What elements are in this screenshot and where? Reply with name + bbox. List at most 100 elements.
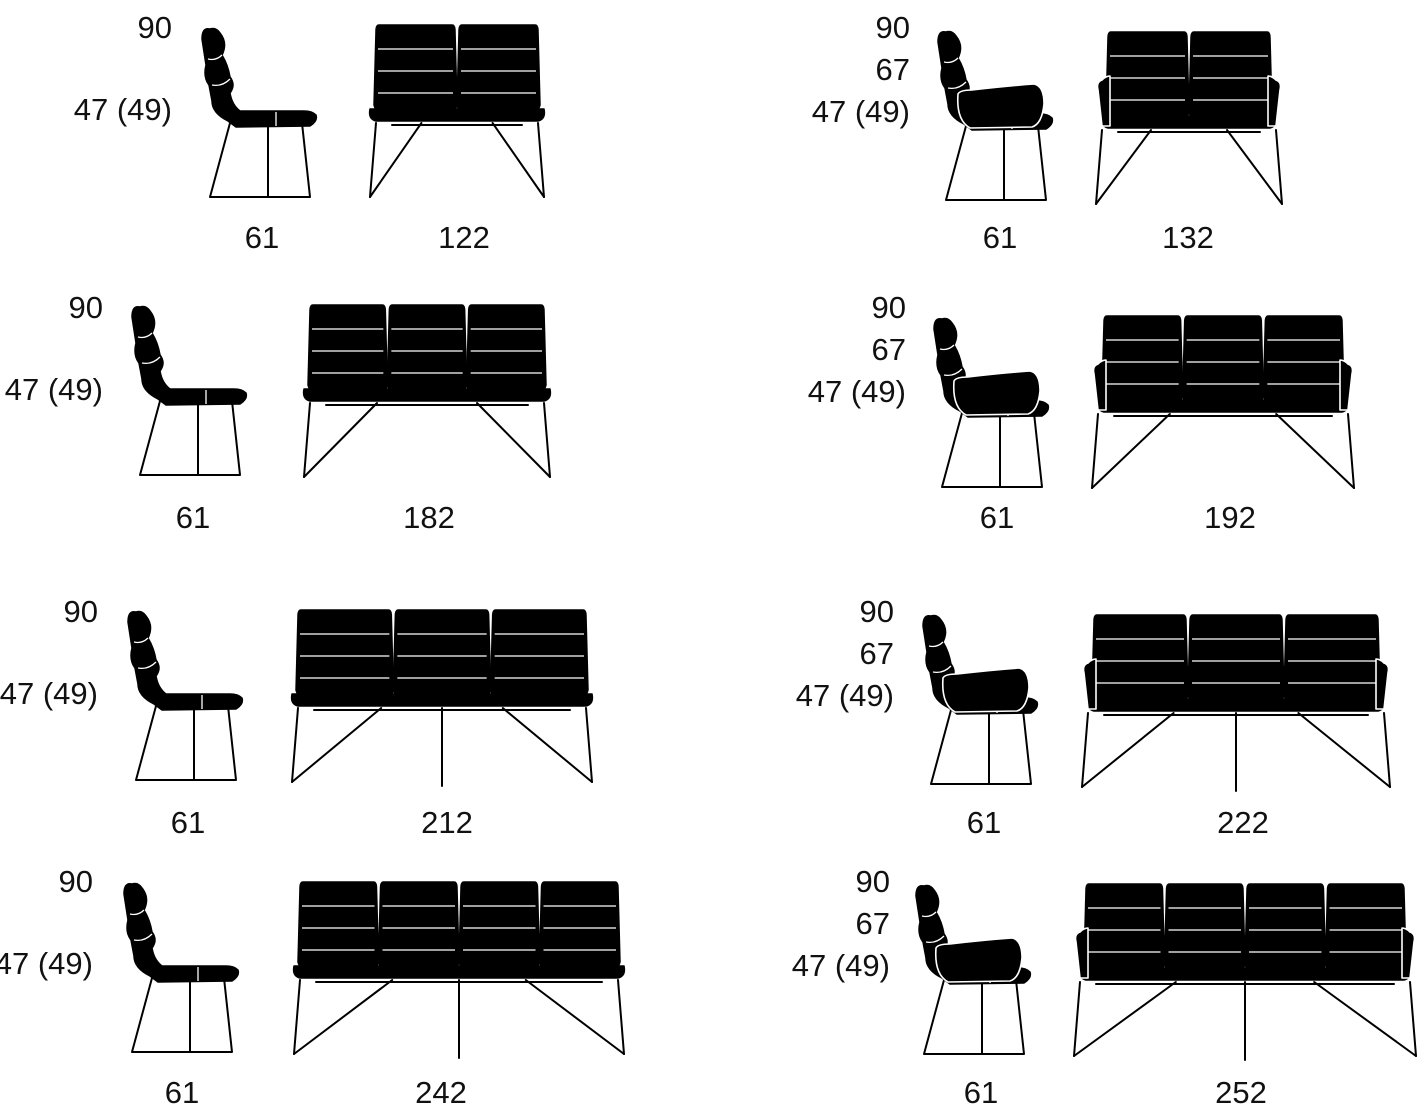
back-cushion: [1187, 614, 1285, 704]
back-cushion: [307, 304, 389, 394]
height-label: 47 (49): [796, 678, 894, 713]
back-seam: [939, 344, 955, 351]
back-cushion: [392, 609, 492, 699]
back-cushion: [1188, 31, 1273, 121]
wire-legs: [1073, 981, 1417, 1057]
wire-braces: [1095, 129, 1283, 205]
back-cushion: [1324, 883, 1407, 973]
back-seam: [928, 641, 944, 648]
seat-plinth: [292, 965, 626, 979]
sled-base: [941, 412, 1043, 488]
back-seam: [141, 356, 161, 365]
left-armrest: [1082, 658, 1097, 710]
chair-shell: [201, 27, 318, 128]
back-cushion: [297, 881, 380, 971]
width-label: 192: [1204, 500, 1256, 535]
back-seam: [211, 78, 231, 87]
wire-legs: [291, 707, 593, 783]
height-label: 67: [876, 52, 910, 87]
back-seam: [129, 909, 145, 916]
wire-legs: [293, 979, 625, 1055]
back-seam: [207, 54, 223, 61]
height-label: 90: [872, 290, 906, 325]
height-label: 67: [860, 636, 894, 671]
wire-braces: [293, 979, 625, 1055]
right-armrest: [1267, 75, 1282, 127]
height-label: 90: [69, 290, 103, 325]
width-label: 212: [421, 805, 473, 840]
height-label: 90: [876, 10, 910, 45]
front-view-bench: [292, 881, 626, 1059]
height-label: 90: [856, 864, 890, 899]
back-seam: [925, 935, 945, 944]
armrest: [934, 937, 1023, 983]
back-cushion: [1244, 883, 1327, 973]
right-armrest: [1375, 658, 1390, 710]
back-seam: [133, 637, 149, 644]
back-seam: [947, 81, 967, 90]
wire-braces: [1091, 413, 1355, 489]
width-label: 242: [415, 1075, 467, 1108]
wire-braces: [291, 707, 593, 783]
height-label: 47 (49): [0, 676, 98, 711]
back-cushion: [1283, 614, 1381, 704]
back-cushion: [1181, 315, 1265, 405]
sled-base: [945, 125, 1047, 201]
wire-legs: [1091, 413, 1355, 489]
front-view-bench: [1095, 31, 1283, 205]
depth-label: 61: [967, 805, 1001, 840]
armrest: [952, 370, 1041, 416]
depth-label: 61: [983, 220, 1017, 255]
back-cushion: [1083, 883, 1166, 973]
height-label: 90: [860, 594, 894, 629]
width-label: 182: [403, 500, 455, 535]
back-cushion: [489, 609, 589, 699]
back-cushion: [465, 304, 547, 394]
back-cushion: [456, 24, 541, 114]
back-cushion: [295, 609, 395, 699]
back-seam: [137, 332, 153, 339]
height-label: 47 (49): [812, 94, 910, 129]
back-cushion: [1262, 315, 1345, 405]
front-view-bench: [302, 304, 552, 478]
height-label: 47 (49): [792, 948, 890, 983]
back-seam: [921, 911, 937, 918]
left-armrest: [1074, 927, 1089, 979]
back-seam: [133, 933, 153, 942]
wire-braces: [303, 402, 551, 478]
depth-label: 61: [245, 220, 279, 255]
depth-label: 61: [980, 500, 1014, 535]
side-view-chair: [131, 305, 248, 476]
depth-label: 61: [165, 1075, 199, 1108]
chair-shell: [123, 882, 240, 983]
back-cushion: [458, 881, 541, 971]
wire-braces: [1081, 712, 1391, 788]
height-label: 90: [64, 594, 98, 629]
height-label: 90: [59, 864, 93, 899]
back-seam: [943, 368, 963, 377]
sled-base: [139, 400, 241, 476]
back-seam: [943, 57, 959, 64]
side-view-chair: [915, 884, 1032, 1055]
back-cushion: [386, 304, 468, 394]
height-label: 90: [138, 10, 172, 45]
right-armrest: [1401, 927, 1416, 979]
wire-legs: [1081, 712, 1391, 788]
side-view-chair: [937, 30, 1054, 201]
wire-legs: [303, 402, 551, 478]
back-cushion: [1105, 31, 1190, 121]
left-armrest: [1092, 359, 1107, 411]
back-cushion: [1101, 315, 1184, 405]
back-cushion: [538, 881, 621, 971]
front-view-bench: [1091, 315, 1355, 489]
sled-base: [209, 122, 311, 198]
depth-label: 61: [171, 805, 205, 840]
back-cushion: [373, 24, 458, 114]
front-view-bench: [290, 609, 594, 787]
